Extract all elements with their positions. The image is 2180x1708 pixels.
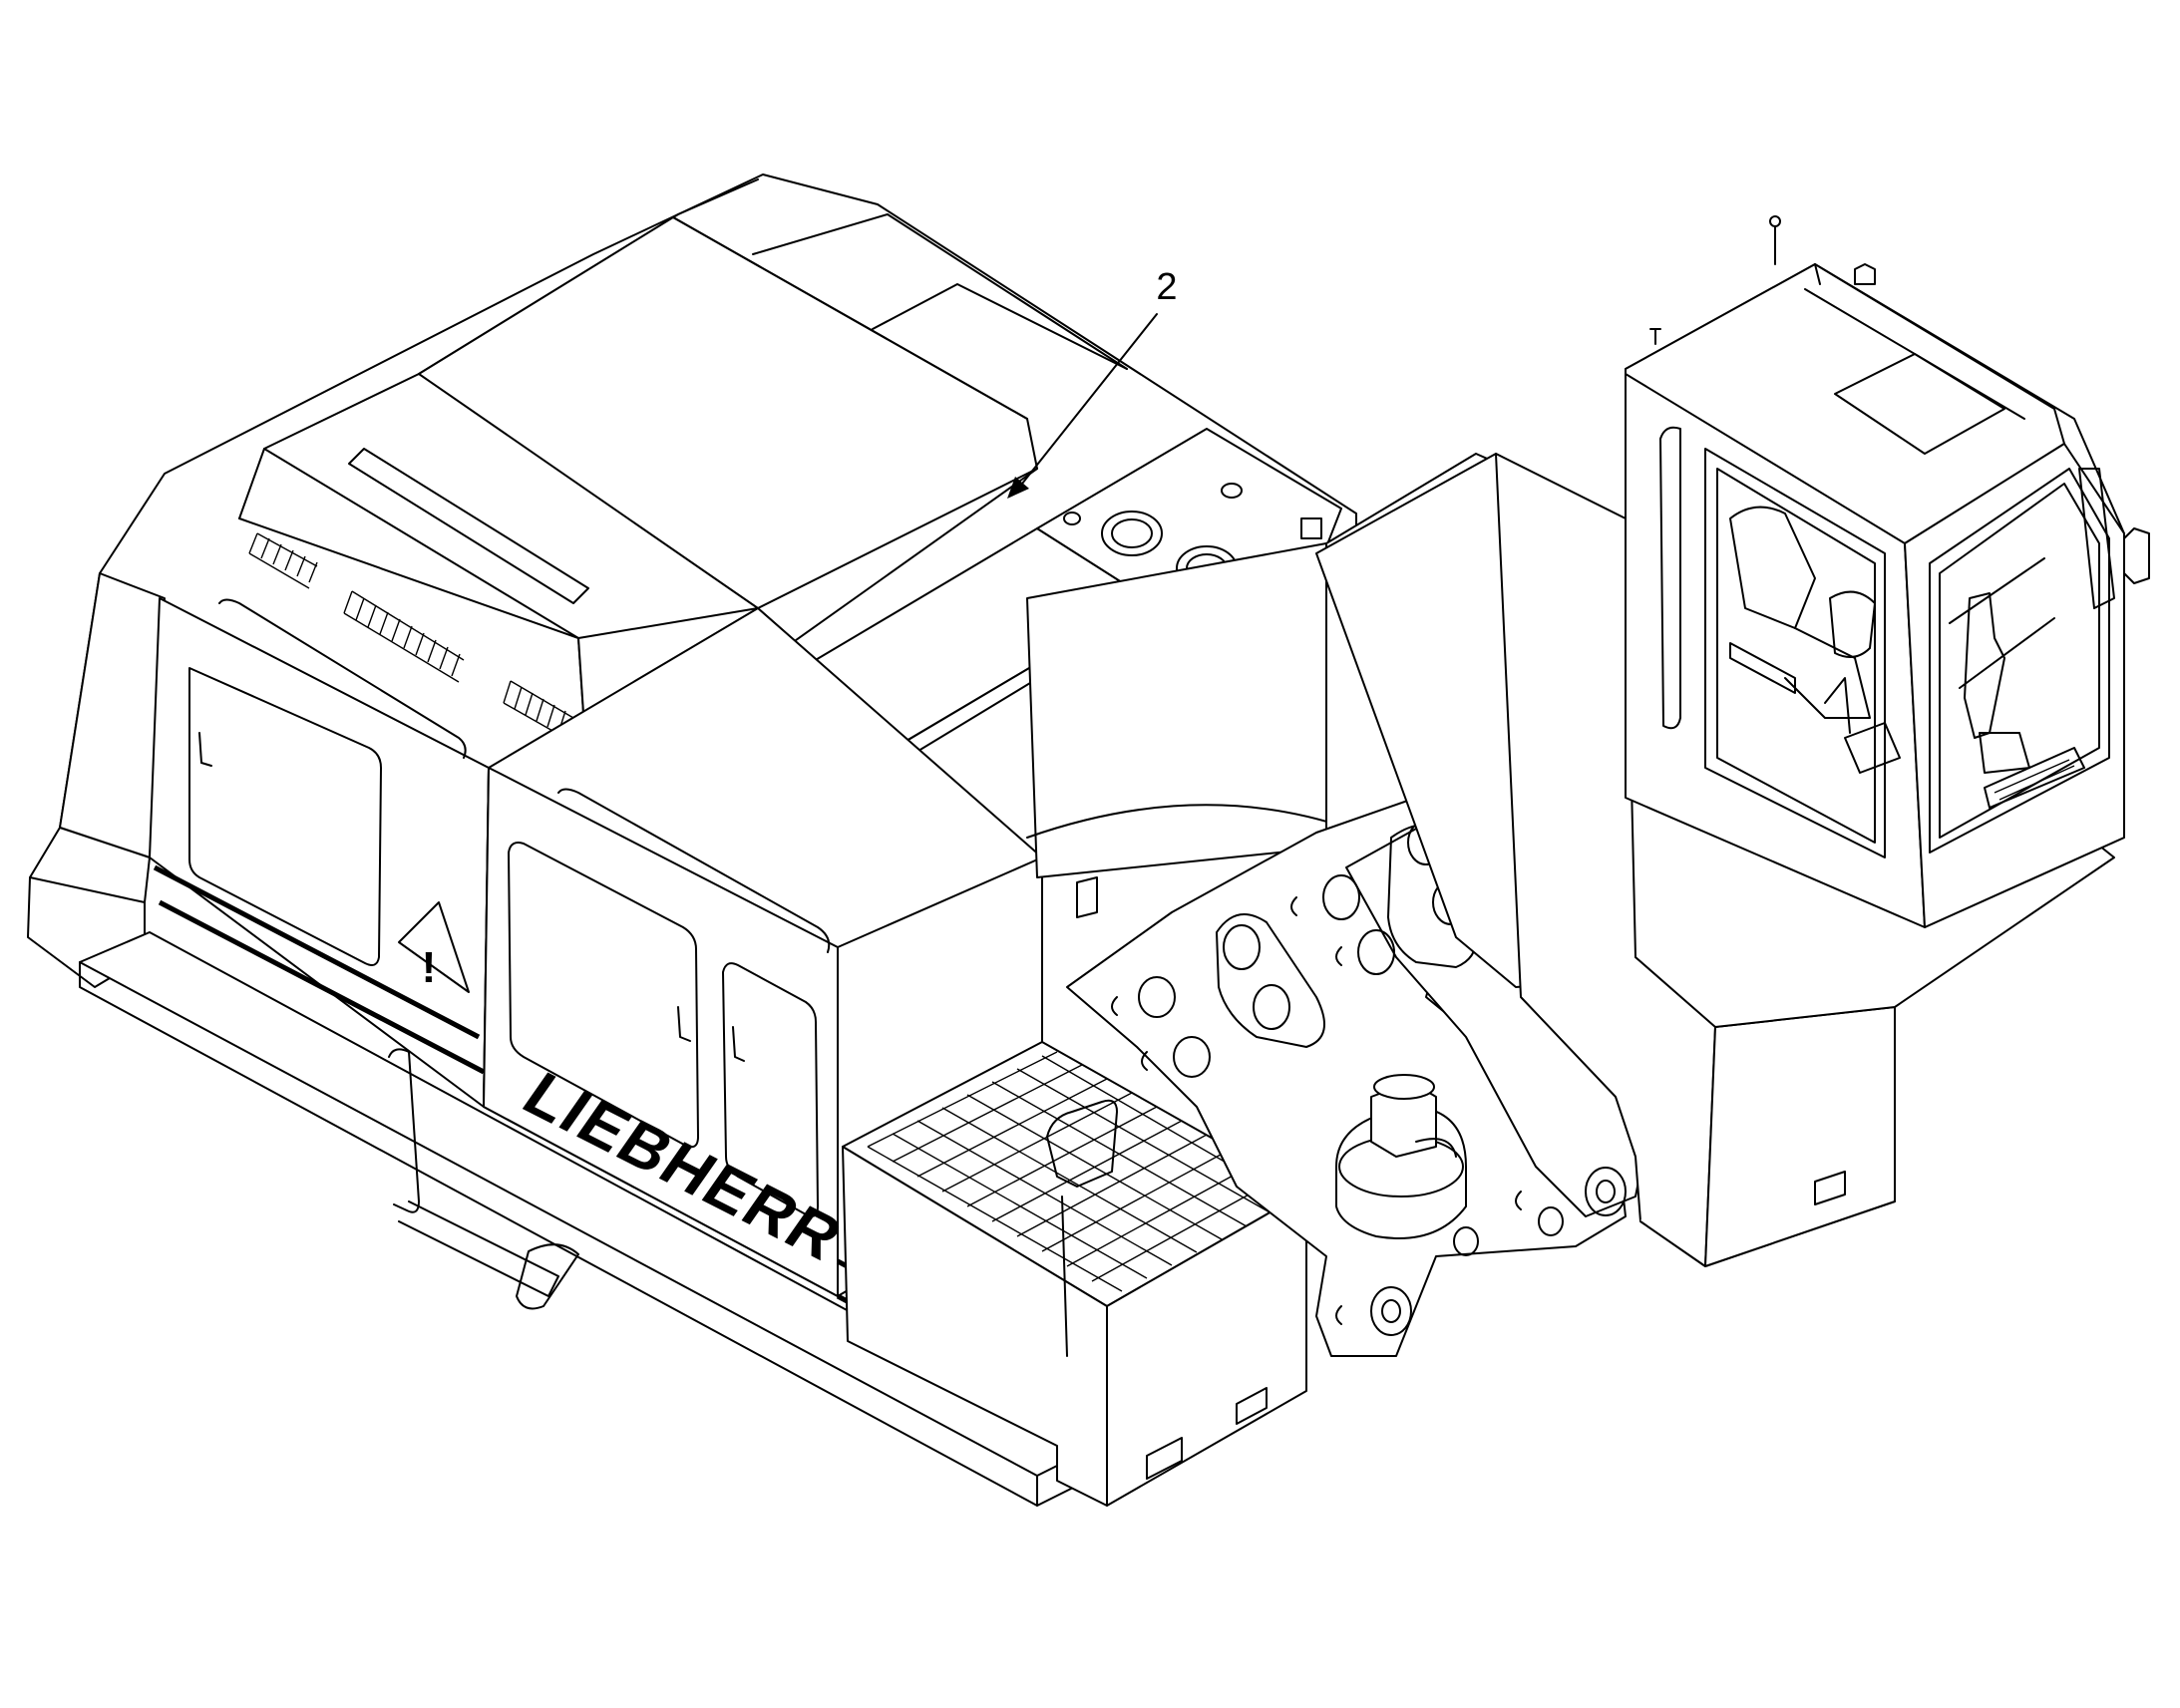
callout-label: 2 xyxy=(1156,266,1177,308)
operator-cab xyxy=(1625,215,2150,928)
mirror-right xyxy=(2123,527,2150,584)
battery-box xyxy=(842,1041,1307,1507)
tank-cap-left xyxy=(1101,511,1163,556)
swing-motor xyxy=(1335,1074,1467,1239)
roof-hatch xyxy=(1834,353,2005,455)
warning-triangle-icon xyxy=(398,901,470,993)
mesh-grid xyxy=(867,1051,1292,1292)
callout-2: 2 xyxy=(1007,266,1178,499)
vent-grilles xyxy=(248,532,574,741)
handrail xyxy=(388,1048,579,1310)
warning-symbol: ! xyxy=(422,943,437,992)
junction-box xyxy=(1076,876,1098,918)
boom-brackets xyxy=(1066,797,1646,1357)
